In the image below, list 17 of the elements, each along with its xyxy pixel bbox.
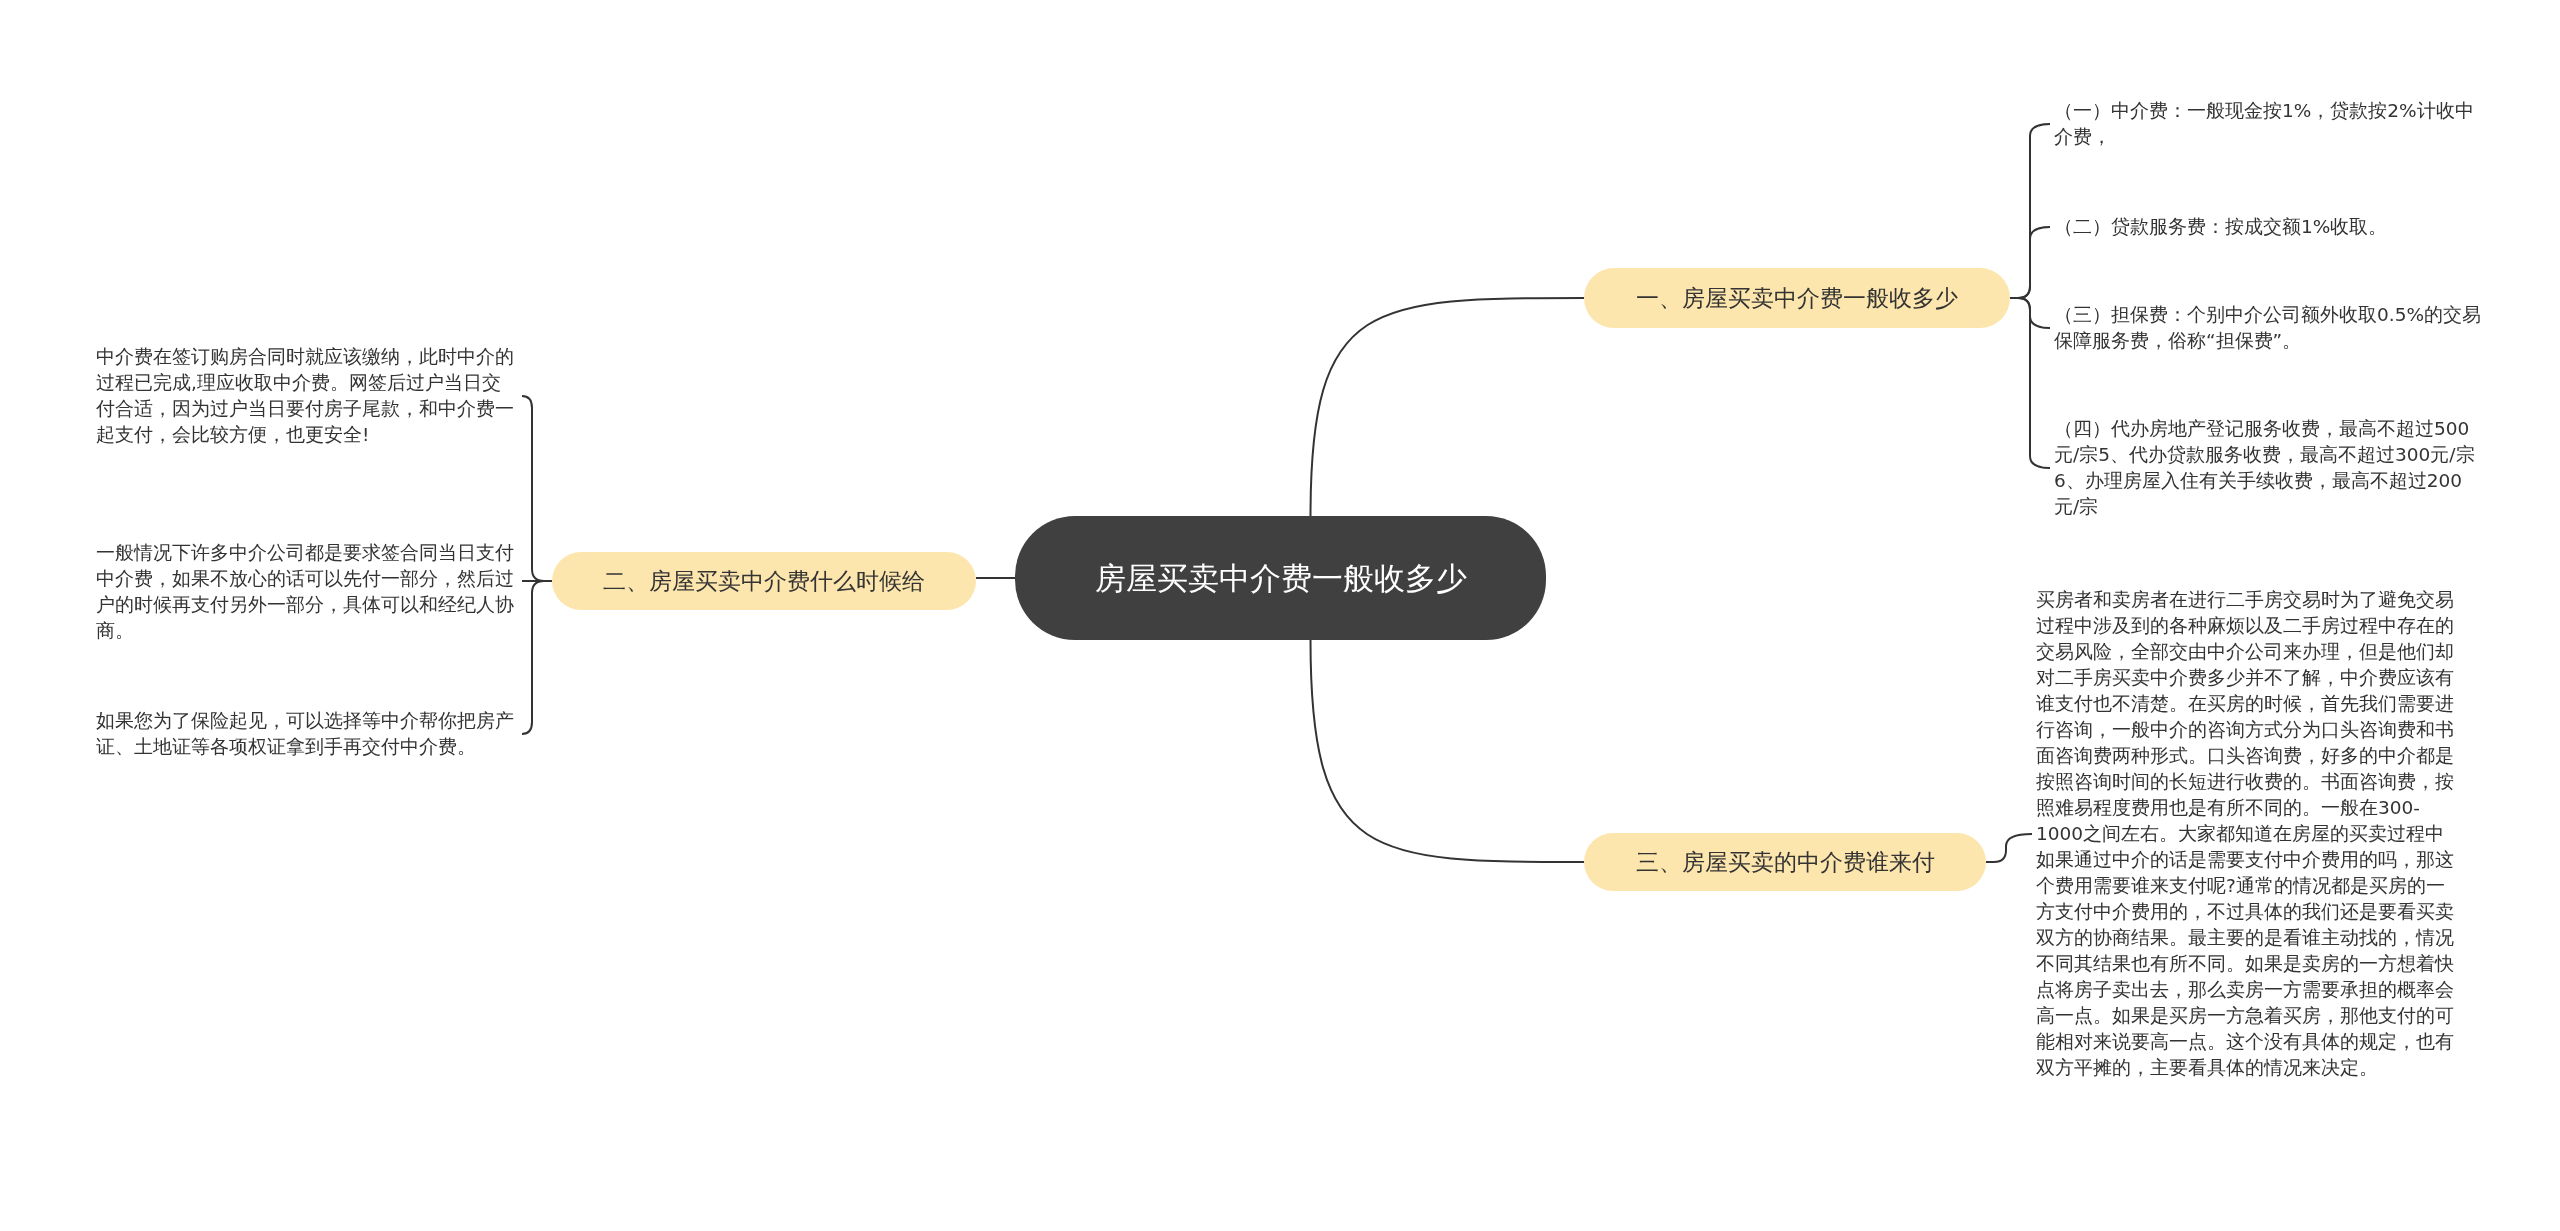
connector-line <box>1309 297 1585 517</box>
connector-line <box>521 580 553 735</box>
note-text: （一）中介费：一般现金按1%，贷款按2%计收中介费， <box>2050 98 2490 150</box>
note-text: （三）担保费：个别中介公司额外收取0.5%的交易保障服务费，俗称“担保费”。 <box>2050 302 2490 354</box>
note-text: 中介费在签订购房合同时就应该缴纳，此时中介的过程已完成,理应收取中介费。网签后过户当日交付合适，因为过户当日要付房子尾款，和中介费一起支付，会比较方便，也更安全! <box>92 344 522 448</box>
branch-topic: 二、房屋买卖中介费什么时候给 <box>552 552 976 610</box>
note-text: 买房者和卖房者在进行二手房交易时为了避免交易过程中涉及到的各种麻烦以及二手房过程中存在的交易风险，全部交由中介公司来办理，但是他们却对二手房买卖中介费多少并不了解，中介费应该有谁支付也不清楚。在买房的时候，首先我们需要进行咨询，一般中介的咨询方式分为口头咨询费和书面咨询费两种形式。口头咨询费，好多的中介都是按照咨询时间的长短进行收费的。书面咨询费，按照难易程度费用也是有所不同的。一般在300-1000之间左右。大家都知道在房屋的买卖过程中如果通过中介的话是需要支付中介费用的吗，那这个费用需要谁来支付呢?通常的情况都是买房的一方支付中介费用的，不过具体的我们还是要看买卖双方的协商结果。最主要的是看谁主动找的，情况不同其结果也有所不同。如果是卖房的一方想着快点将房子卖出去，那么卖房一方需要承担的概率会高一点。如果是买房一方急着买房，那他支付的可能相对来说要高一点。这个没有具体的规定，也有双方平摊的，主要看具体的情况来决定。 <box>2032 587 2462 1081</box>
central-topic: 房屋买卖中介费一般收多少 <box>1015 516 1546 640</box>
connector-line <box>975 577 1016 579</box>
branch-topic: 三、房屋买卖的中介费谁来付 <box>1584 833 1986 891</box>
note-text: （二）贷款服务费：按成交额1%收取。 <box>2050 214 2490 240</box>
connector-line <box>1309 639 1585 863</box>
note-text: （四）代办房地产登记服务收费，最高不超过500元/宗5、代办贷款服务收费，最高不超过300元/宗6、办理房屋入住有关手续收费，最高不超过200元/宗 <box>2050 416 2490 520</box>
note-text: 一般情况下许多中介公司都是要求签合同当日支付中介费，如果不放心的话可以先付一部分，然后过户的时候再支付另外一部分，具体可以和经纪人协商。 <box>92 540 522 644</box>
note-text: 如果您为了保险起见，可以选择等中介帮你把房产证、土地证等各项权证拿到手再交付中介费。 <box>92 708 522 760</box>
branch-topic: 一、房屋买卖中介费一般收多少 <box>1584 268 2010 328</box>
connector-line <box>1985 833 2033 863</box>
